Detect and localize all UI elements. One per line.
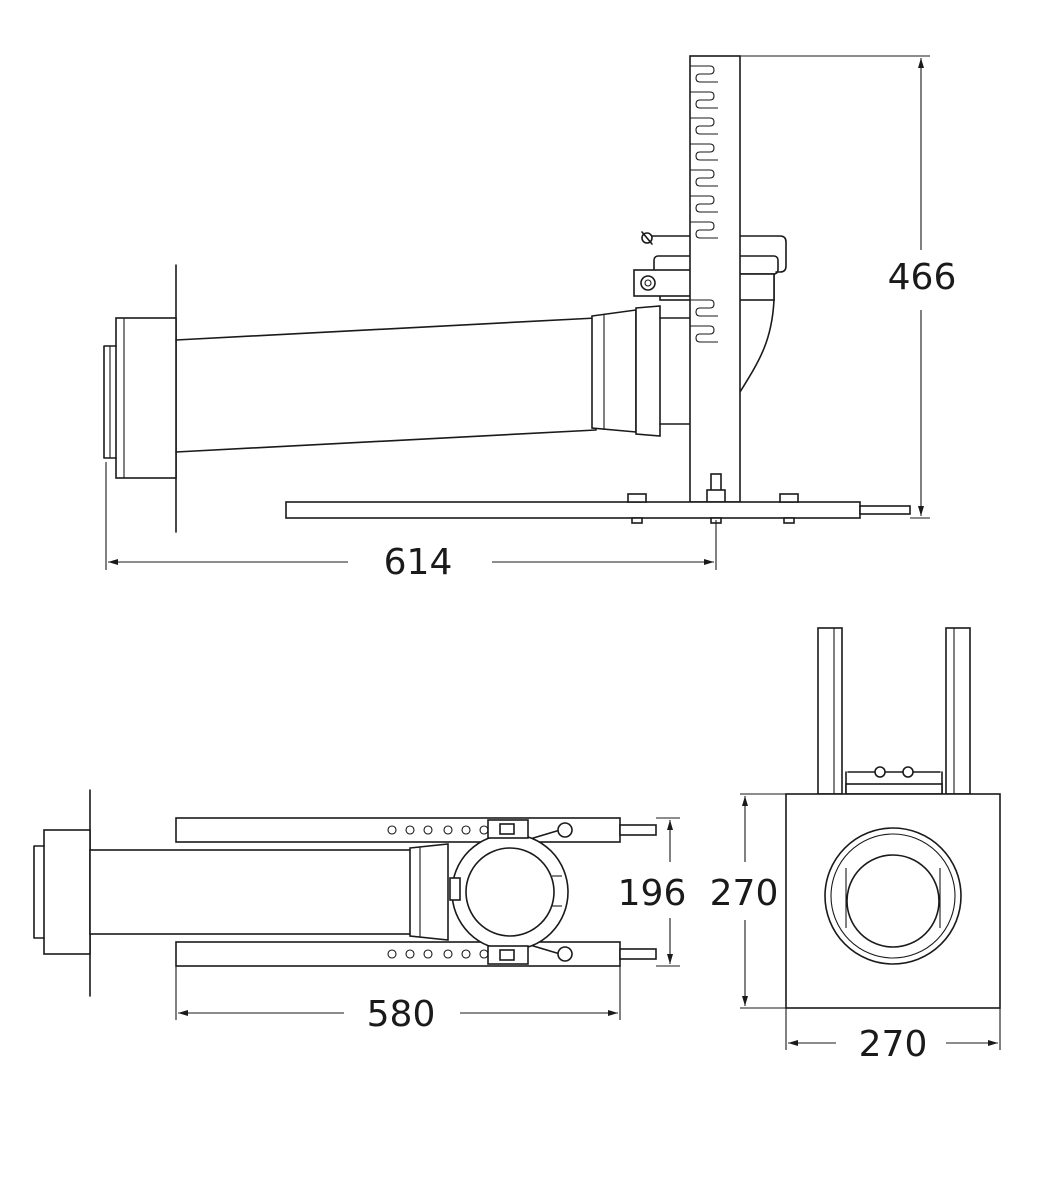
dimension-side-length: 614 [105, 462, 717, 583]
dimension-front-height: 270 [710, 793, 786, 1009]
terminal-cap [33, 845, 45, 939]
upper-rail [175, 817, 621, 843]
top-view [33, 789, 657, 997]
dimension-label: 614 [384, 542, 453, 583]
wing-nut-icon [902, 766, 914, 778]
dimension-front-width: 270 [785, 1008, 1001, 1065]
vertical-pipe-bore [465, 847, 555, 937]
right-post [945, 627, 971, 795]
vertical-post [689, 55, 741, 503]
pipe-socket [591, 309, 637, 433]
main-pipe [175, 317, 597, 453]
nut-icon [627, 493, 647, 503]
dimension-label: 466 [888, 257, 957, 298]
flange-collar [115, 317, 177, 479]
base-plate [285, 501, 861, 519]
inner-pipe-circle [846, 854, 940, 948]
dimension-label: 580 [367, 994, 436, 1035]
dimension-top-width: 196 [618, 817, 687, 967]
bolt-icon [640, 275, 656, 291]
wing-nut-icon [449, 877, 461, 901]
dimension-top-length: 580 [175, 966, 621, 1035]
flange-collar [43, 829, 91, 955]
u-bracket [649, 235, 787, 273]
nut-icon [779, 493, 799, 503]
pipe-socket [409, 843, 449, 941]
side-view [103, 55, 911, 533]
elbow-curve [739, 299, 775, 393]
lower-rail [175, 941, 621, 967]
post-slots [690, 65, 718, 343]
dimension-label: 270 [710, 873, 779, 914]
left-post [817, 627, 843, 795]
dimension-side-height: 466 [740, 55, 957, 519]
main-pipe [89, 849, 421, 935]
dimension-label: 196 [618, 873, 687, 914]
dimension-label: 270 [859, 1024, 928, 1065]
wing-nut-icon [874, 766, 886, 778]
front-view [785, 627, 1001, 1009]
